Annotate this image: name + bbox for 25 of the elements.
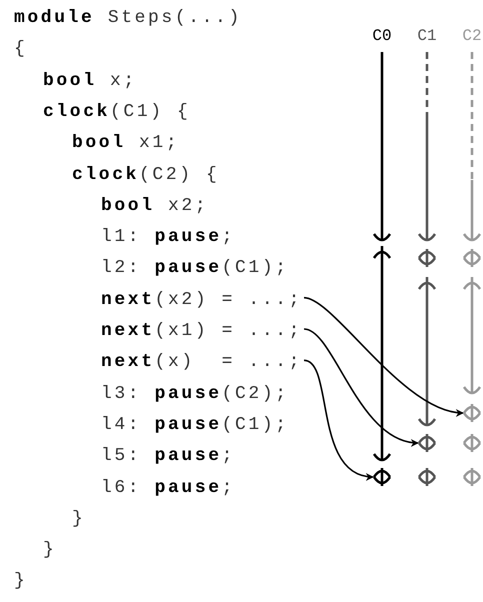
code-line: {: [14, 38, 28, 60]
code-line: l2: pause(C1);: [101, 257, 289, 280]
code-line: }: [72, 508, 86, 530]
code-line: bool x2;: [101, 194, 208, 217]
arrow: [304, 328, 419, 446]
code-line: l3: pause(C2);: [101, 382, 289, 405]
arrow: [304, 296, 464, 416]
code-line: bool x;: [43, 70, 137, 92]
code-line: next(x) = ...;: [101, 351, 302, 374]
code-line: }: [14, 570, 28, 592]
code-line: l1: pause;: [101, 226, 236, 248]
clock-name: C2: [462, 27, 482, 45]
code-line: l5: pause;: [101, 445, 236, 468]
code-line: clock(C2) {: [72, 164, 220, 186]
arrow: [304, 360, 374, 480]
code-line: l4: pause(C1);: [101, 414, 289, 436]
clock-name: C0: [372, 27, 392, 45]
code-line: }: [43, 539, 56, 562]
code-line: l6: pause;: [101, 476, 236, 498]
clock-name: C1: [417, 27, 437, 45]
code-line: next(x2) = ...;: [101, 288, 302, 311]
code-line: module Steps(...): [14, 7, 242, 29]
code-line: bool x1;: [72, 132, 180, 154]
code-line: next(x1) = ...;: [101, 320, 302, 342]
code-line: clock(C1) {: [43, 100, 190, 123]
